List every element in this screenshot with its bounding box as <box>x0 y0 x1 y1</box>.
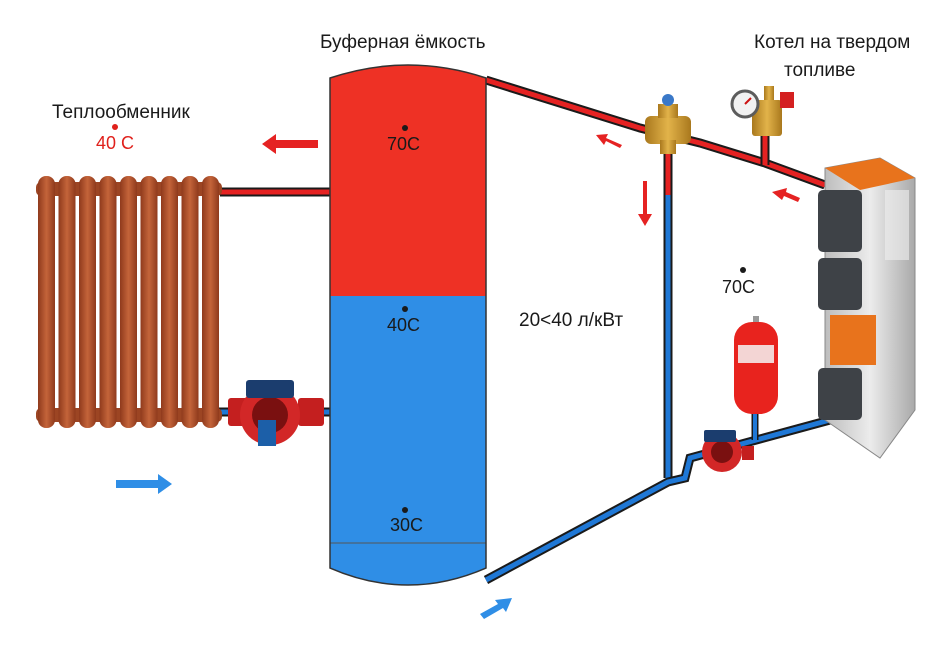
radiator-section <box>79 176 96 428</box>
three-way-valve-icon <box>645 94 691 154</box>
flow-arrow-icon <box>596 134 622 148</box>
tank-bottom-temperature: 30С <box>390 515 424 535</box>
pressure-gauge-icon <box>730 86 794 136</box>
boiler-label-line1: Котел на твердом <box>754 32 911 53</box>
radiator-section <box>202 176 219 428</box>
buffer-tank-label: Буферная ёмкость <box>320 32 486 53</box>
radiator-section <box>99 176 117 428</box>
tank-top-temperature: 70С <box>387 134 421 154</box>
ratio-label: 20<40 л/кВт <box>519 310 624 331</box>
expansion-tank-icon <box>734 316 778 414</box>
temperature-point <box>402 125 408 131</box>
radiator-section <box>161 176 178 428</box>
temperature-point <box>402 507 408 513</box>
radiator-section <box>38 176 55 428</box>
circulation-pump-icon <box>228 380 324 446</box>
buffer-tank <box>329 64 487 586</box>
solid-fuel-boiler-icon <box>818 157 916 459</box>
heat-exchanger-label: Теплообменник <box>52 102 190 123</box>
boiler-label-line2: топливе <box>784 60 856 81</box>
radiator-section <box>181 176 199 428</box>
radiator-section <box>140 176 158 428</box>
flow-arrow-icon <box>772 188 800 202</box>
flow-arrow-icon <box>116 474 172 494</box>
circulation-pump-icon <box>702 430 754 472</box>
flow-arrows <box>116 134 800 619</box>
flow-arrow-icon <box>262 134 318 154</box>
radiator-section <box>58 176 76 428</box>
temperature-point <box>740 267 746 273</box>
radiator-section <box>120 176 137 428</box>
temperature-point <box>112 124 118 130</box>
boiler-side-temperature: 70С <box>722 277 756 297</box>
radiator-icon <box>36 176 222 428</box>
flow-arrow-icon <box>480 598 512 619</box>
tank-middle-temperature: 40С <box>387 315 421 335</box>
radiator-temperature: 40 С <box>96 133 135 153</box>
temperature-point <box>402 306 408 312</box>
flow-arrow-icon <box>638 181 652 226</box>
